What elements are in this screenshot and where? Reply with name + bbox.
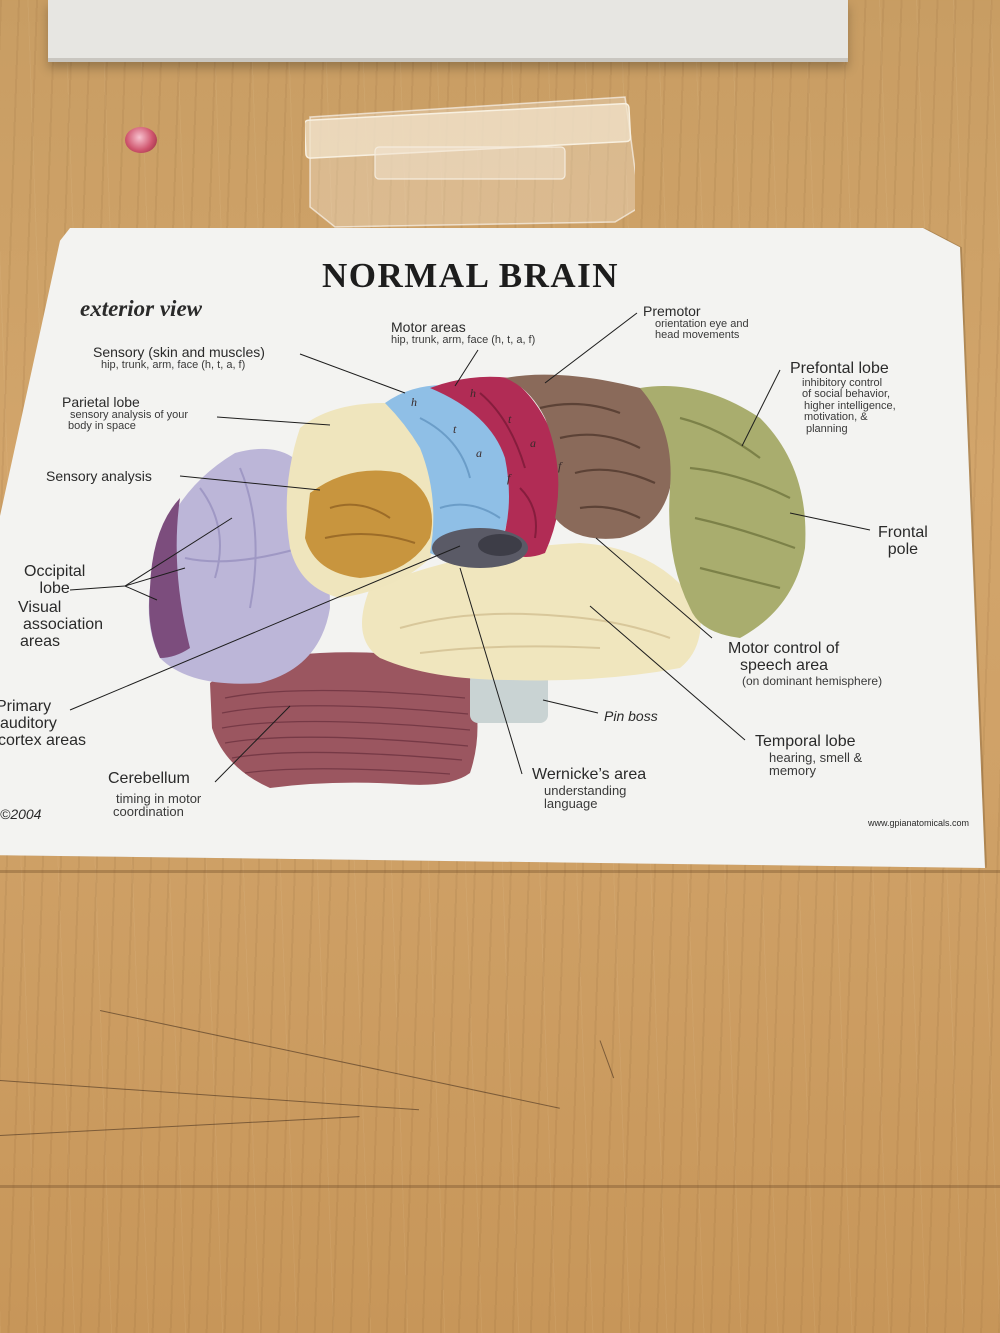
label-sub: memory	[769, 763, 816, 779]
board-seam	[0, 1185, 1000, 1188]
label-premotor: Premotor orientation eye and head moveme…	[643, 304, 749, 342]
label-cerebellum: Cerebellum timing in motor coordination	[108, 770, 202, 820]
scratch	[99, 1010, 560, 1109]
website-url: www.gpianatomicals.com	[868, 818, 970, 828]
card-title: NORMAL BRAIN	[322, 256, 620, 295]
label-main: Cerebellum	[108, 770, 190, 787]
label-sub: hip, trunk, arm, face (h, t, a, f)	[391, 333, 536, 346]
label-sub: timing in motor	[116, 790, 202, 806]
label-line: areas	[20, 632, 61, 650]
label-line: speech area	[740, 656, 829, 674]
label-sub: head movements	[655, 329, 740, 342]
letter-h-motor: h	[470, 386, 476, 400]
brain-card: h t a f h t a f NORMAL BRAIN exterior vi…	[0, 228, 1000, 868]
label-sub: body in space	[68, 420, 136, 433]
letter-a-motor: a	[530, 436, 536, 450]
label-main: Prefontal lobe	[790, 360, 889, 377]
label-line: auditory	[0, 714, 57, 732]
letter-f-motor: f	[558, 459, 562, 473]
label-pin-boss: Pin boss	[604, 709, 658, 724]
letter-f-sensory: f	[507, 471, 511, 485]
label-line: association	[23, 615, 104, 633]
label-main: Wernicke’s area	[532, 766, 647, 783]
label-line: pole	[887, 540, 919, 558]
label-sub: higher intelligence,	[804, 399, 896, 412]
letter-t-sensory: t	[453, 422, 457, 436]
label-primary-auditory: Primary auditory cortex areas	[0, 698, 87, 749]
label-sub: planning	[806, 422, 848, 435]
label-wernicke: Wernicke’s area understanding language	[532, 766, 647, 812]
label-sub: sensory analysis of your	[70, 408, 188, 421]
label-occipital: Occipital lobe	[24, 563, 86, 598]
label-line: cortex areas	[0, 731, 87, 749]
label-sub: (on dominant hemisphere)	[742, 673, 883, 688]
label-sub: language	[544, 796, 598, 812]
label-temporal: Temporal lobe hearing, smell & memory	[755, 733, 863, 779]
label-sub: hearing, smell &	[769, 749, 863, 765]
label-line: Occipital	[24, 563, 86, 580]
label-line: lobe	[39, 579, 70, 597]
label-motor-areas: Motor areas hip, trunk, arm, face (h, t,…	[391, 320, 535, 346]
label-line: Frontal	[878, 524, 928, 541]
label-line: Motor control of	[728, 640, 840, 657]
letter-a-sensory: a	[476, 446, 482, 460]
label-main: Sensory analysis	[46, 468, 152, 484]
scratch	[0, 1116, 360, 1136]
push-pin	[125, 127, 157, 153]
board-seam	[0, 870, 1000, 873]
label-sub: orientation eye and	[655, 317, 749, 330]
letter-t-motor: t	[508, 412, 512, 426]
label-line: Visual	[18, 599, 62, 616]
label-visual-association: Visual association areas	[18, 599, 104, 650]
letter-h-sensory: h	[411, 395, 417, 409]
label-sub: of social behavior,	[802, 388, 891, 401]
acrylic-stand	[305, 96, 635, 228]
label-sub: motivation, &	[804, 411, 868, 424]
label-line: Primary	[0, 698, 52, 715]
copyright: ©2004	[0, 806, 42, 822]
label-main: Sensory (skin and muscles)	[93, 344, 265, 360]
label-sensory: Sensory (skin and muscles) hip, trunk, a…	[93, 345, 265, 371]
label-frontal-pole: Frontal pole	[878, 524, 928, 559]
white-box	[48, 0, 848, 62]
label-motor-speech: Motor control of speech area (on dominan…	[728, 640, 883, 688]
label-sub: inhibitory control	[802, 376, 883, 389]
label-main: Premotor	[643, 303, 701, 319]
label-prefrontal: Prefontal lobe inhibitory control of soc…	[790, 360, 896, 436]
label-main: Temporal lobe	[755, 733, 856, 750]
card-subtitle: exterior view	[80, 296, 202, 321]
label-main: Pin boss	[604, 708, 658, 724]
label-sensory-analysis: Sensory analysis	[46, 469, 152, 484]
label-parietal: Parietal lobe sensory analysis of your b…	[62, 395, 188, 433]
scratch	[0, 1080, 420, 1111]
label-main: Motor areas	[391, 319, 466, 335]
label-sub: coordination	[113, 804, 184, 820]
scratch	[599, 1040, 615, 1079]
label-sub: understanding	[544, 782, 627, 798]
label-main: Parietal lobe	[62, 394, 140, 410]
label-sub: hip, trunk, arm, face (h, t, a, f)	[101, 358, 246, 371]
